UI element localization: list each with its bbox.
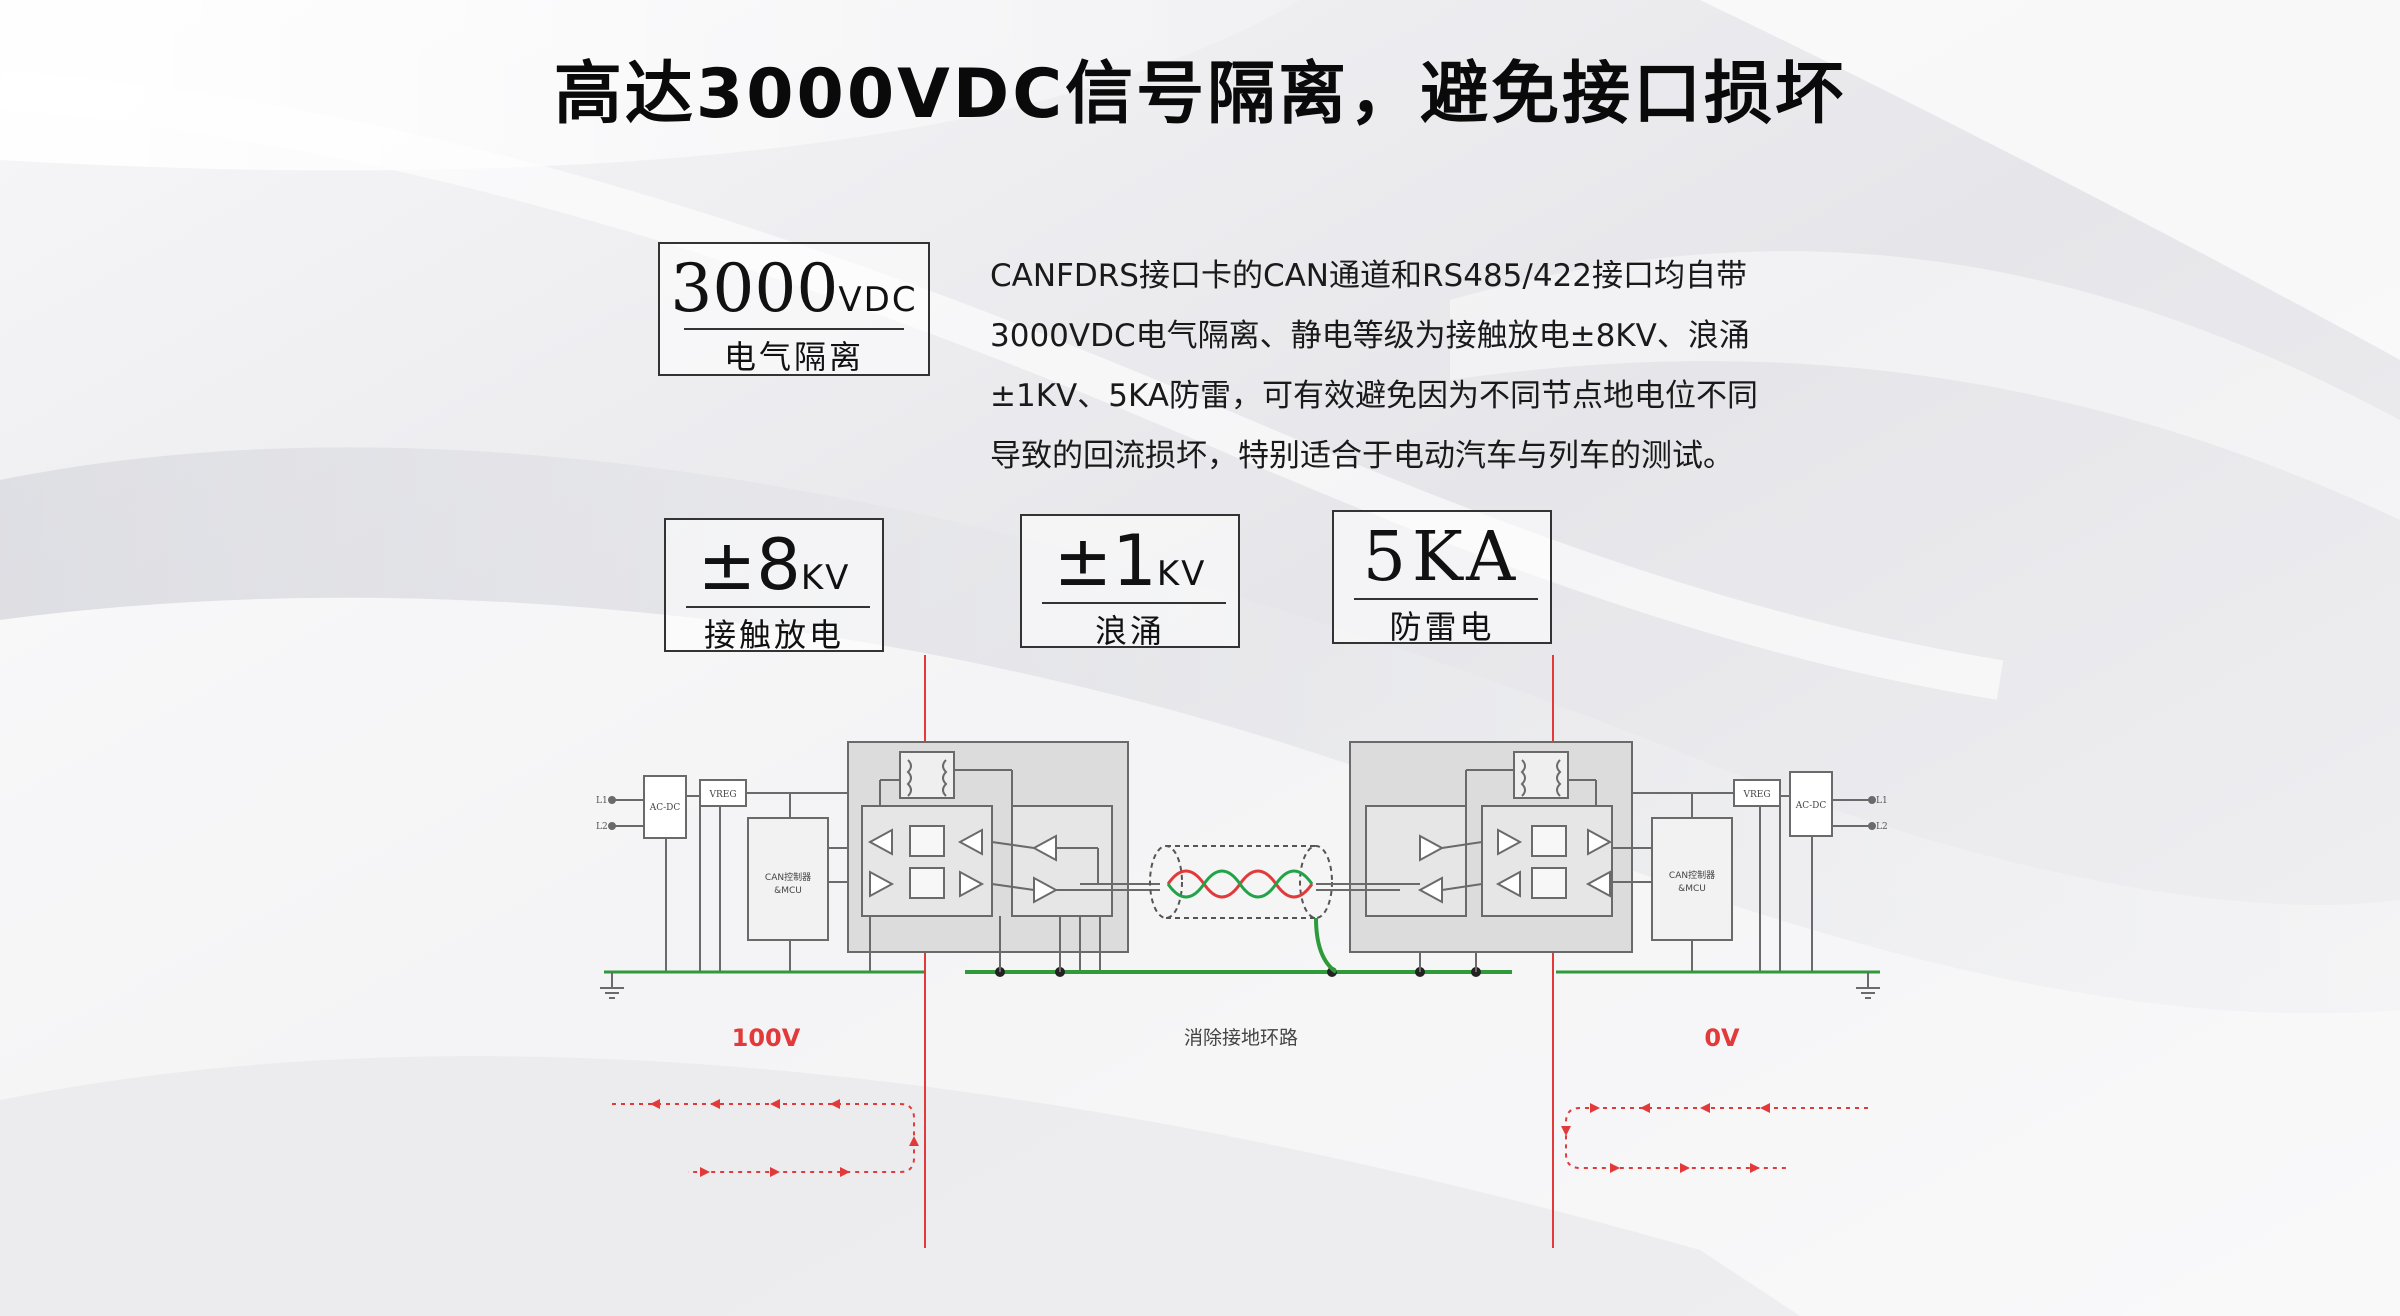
right-loop-arrowheads [1561, 1103, 1770, 1173]
lightning-spec-box: 5KA 防雷电 [1332, 510, 1552, 646]
lightning-value-line: 5KA [1334, 522, 1550, 594]
lightning-caption: 防雷电 [1389, 608, 1495, 646]
isolation-caption: 电气隔离 [723, 338, 864, 376]
lightning-divider [1354, 598, 1538, 600]
surge-divider [1042, 602, 1226, 604]
description-line-3: ±1KV、5KA防雷，可有效避免因为不同节点地电位不同 [990, 378, 1758, 414]
esd-value-line: ±8KV [666, 528, 882, 615]
right-terminal-l1-label: L1 [1876, 796, 1888, 806]
right-terminal-l1-dot [1868, 796, 1876, 804]
left-controller-box [747, 817, 829, 941]
isolation-value: 3000 [670, 250, 839, 327]
left-ac-dc-label: AC-DC [649, 803, 681, 813]
right-vreg-box [1733, 779, 1781, 807]
right-controller-label-2: &MCU [1678, 884, 1706, 894]
esd-divider [686, 606, 870, 608]
right-vreg-label: VREG [1742, 790, 1770, 800]
page-title: 高达3000VDC信号隔离，避免接口损坏 [553, 55, 1847, 134]
left-terminal-l1-label: L1 [596, 796, 608, 806]
description-line-4: 导致的回流损坏，特别适合于电动汽车与列车的测试。 [990, 438, 1734, 474]
esd-caption: 接触放电 [703, 616, 844, 654]
left-vreg-label: VREG [708, 790, 736, 800]
right-controller-label-1: CAN控制器 [1669, 869, 1715, 881]
ground-loop-label: 消除接地环路 [1184, 1027, 1298, 1049]
right-voltage-label: 0V [1704, 1024, 1740, 1052]
isolation-unit: VDC [838, 280, 918, 320]
left-voltage-label: 100V [732, 1024, 801, 1052]
left-loop-arrowheads [650, 1099, 919, 1177]
isolation-spec-box: 3000VDC 电气隔离 [658, 242, 930, 376]
left-current-loop [612, 1103, 915, 1173]
left-controller-label-1: CAN控制器 [765, 871, 811, 883]
esd-unit: KV [800, 558, 851, 598]
isolation-divider [684, 328, 904, 330]
right-node [1316, 741, 1876, 972]
surge-value: ±1 [1053, 520, 1157, 602]
esd-spec-box: ±8KV 接触放电 [664, 518, 884, 654]
right-controller-box [1651, 817, 1733, 941]
right-terminal-l2-label: L2 [1876, 822, 1888, 832]
twisted-pair-cable [1149, 845, 1338, 974]
isolation-value-line: 3000VDC [660, 254, 928, 335]
surge-value-line: ±1KV [1022, 524, 1238, 611]
description-line-2: 3000VDC电气隔离、静电等级为接触放电±8KV、浪涌 [990, 318, 1750, 354]
right-current-loop [1565, 1107, 1868, 1169]
surge-caption: 浪涌 [1094, 612, 1165, 650]
description-paragraph: CANFDRS接口卡的CAN通道和RS485/422接口均自带 3000VDC电… [990, 246, 1810, 486]
surge-unit: KV [1156, 554, 1207, 594]
description-line-1: CANFDRS接口卡的CAN通道和RS485/422接口均自带 [990, 258, 1748, 294]
right-ac-dc-label: AC-DC [1795, 801, 1827, 811]
lightning-value: 5KA [1362, 518, 1522, 597]
left-controller-label-2: &MCU [774, 886, 802, 896]
surge-spec-box: ±1KV 浪涌 [1020, 514, 1240, 650]
left-node [608, 741, 1160, 972]
left-terminal-l2-label: L2 [596, 822, 608, 832]
left-vreg-box [699, 779, 747, 807]
right-ac-dc-box [1789, 771, 1833, 837]
right-terminal-l2-dot [1868, 822, 1876, 830]
esd-value: ±8 [697, 524, 801, 606]
